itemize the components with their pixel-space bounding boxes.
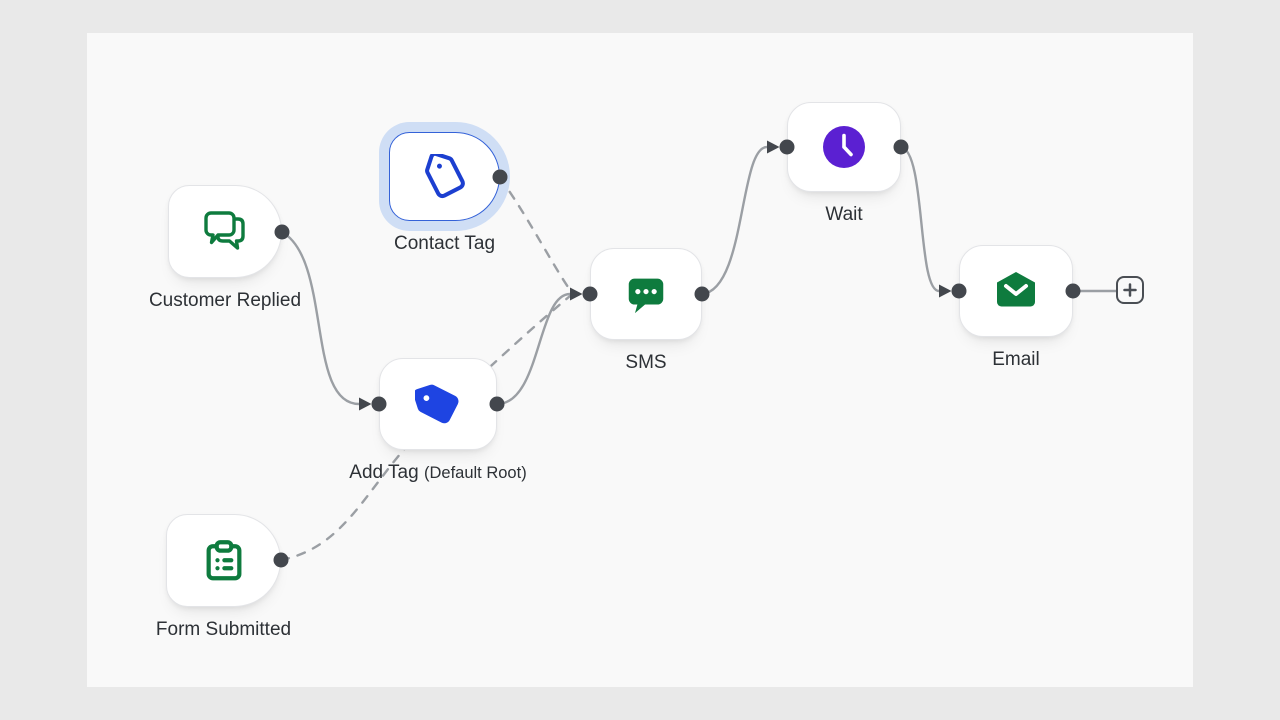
plus-icon bbox=[1123, 283, 1137, 297]
node-form-submitted[interactable]: Form Submitted bbox=[156, 514, 291, 640]
node-label-customer-replied: Customer Replied bbox=[148, 290, 302, 311]
node-label-wait: Wait bbox=[825, 204, 863, 225]
sms-bubble-icon bbox=[628, 278, 664, 314]
chat-messages-icon bbox=[204, 210, 245, 250]
node-sms[interactable]: SMS bbox=[590, 248, 702, 373]
node-customer-replied[interactable]: Customer Replied bbox=[149, 185, 301, 311]
node-label-form-submitted: Form Submitted bbox=[155, 619, 292, 640]
connection-add-tag-to-sms bbox=[495, 292, 572, 406]
node-contact-tag[interactable]: Contact Tag bbox=[389, 132, 500, 254]
connection-customer-replied-to-add-tag bbox=[280, 230, 361, 406]
connection-contact-tag-to-sms bbox=[498, 176, 572, 292]
node-label-sms: SMS bbox=[625, 352, 667, 373]
add-tag-label-main: Add Tag bbox=[349, 462, 419, 483]
node-label-email: Email bbox=[992, 349, 1040, 370]
clipboard-list-icon bbox=[206, 539, 241, 580]
node-email[interactable]: Email bbox=[959, 245, 1073, 370]
node-label-contact-tag: Contact Tag bbox=[393, 233, 496, 254]
email-envelope-icon bbox=[997, 272, 1035, 307]
clock-icon bbox=[823, 126, 865, 168]
add-step-button[interactable] bbox=[1116, 276, 1144, 304]
tag-filled-icon bbox=[415, 384, 459, 424]
node-label-add-tag: Add Tag (Default Root) bbox=[349, 462, 526, 484]
add-tag-label-sub: (Default Root) bbox=[423, 464, 527, 482]
connection-wait-to-email bbox=[899, 145, 941, 293]
node-wait[interactable]: Wait bbox=[787, 102, 901, 225]
tag-outline-icon bbox=[424, 153, 465, 198]
node-add-tag[interactable]: Add Tag (Default Root) bbox=[349, 358, 527, 483]
connection-sms-to-wait bbox=[700, 145, 769, 296]
